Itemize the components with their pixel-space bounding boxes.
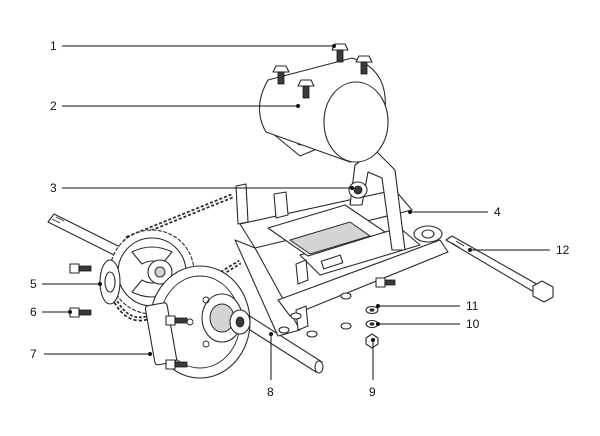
callout-3: 3 bbox=[50, 181, 57, 195]
callout-2: 2 bbox=[50, 99, 57, 113]
part-12-long-bolt bbox=[445, 235, 554, 303]
part-1-bolts bbox=[272, 43, 373, 99]
callout-labels: 1 2 3 4 5 6 7 8 9 10 11 12 bbox=[30, 39, 570, 399]
part-4-swing-arm-frame bbox=[234, 149, 449, 337]
callout-1: 1 bbox=[50, 39, 57, 53]
bolt bbox=[355, 55, 373, 75]
leader-lines bbox=[42, 44, 550, 380]
callout-4: 4 bbox=[494, 205, 501, 219]
callout-9: 9 bbox=[369, 385, 376, 399]
part-6-bolts bbox=[69, 263, 396, 370]
part-7-brake-disc-hub bbox=[144, 265, 251, 379]
bolt bbox=[69, 307, 92, 318]
callout-8: 8 bbox=[267, 385, 274, 399]
callout-6: 6 bbox=[30, 305, 37, 319]
callout-5: 5 bbox=[30, 277, 37, 291]
bolt bbox=[297, 79, 315, 99]
callout-11: 11 bbox=[466, 299, 479, 313]
part-3-nut bbox=[348, 181, 368, 199]
bolt bbox=[69, 263, 92, 274]
callout-7: 7 bbox=[30, 347, 37, 361]
bolt bbox=[165, 315, 188, 326]
callout-12: 12 bbox=[556, 243, 570, 257]
bolt bbox=[165, 359, 188, 370]
bolt bbox=[331, 43, 349, 63]
bolt bbox=[375, 277, 396, 288]
callout-10: 10 bbox=[466, 317, 480, 331]
bolt bbox=[272, 65, 290, 85]
part-2-cylinder-muffler bbox=[258, 57, 389, 163]
